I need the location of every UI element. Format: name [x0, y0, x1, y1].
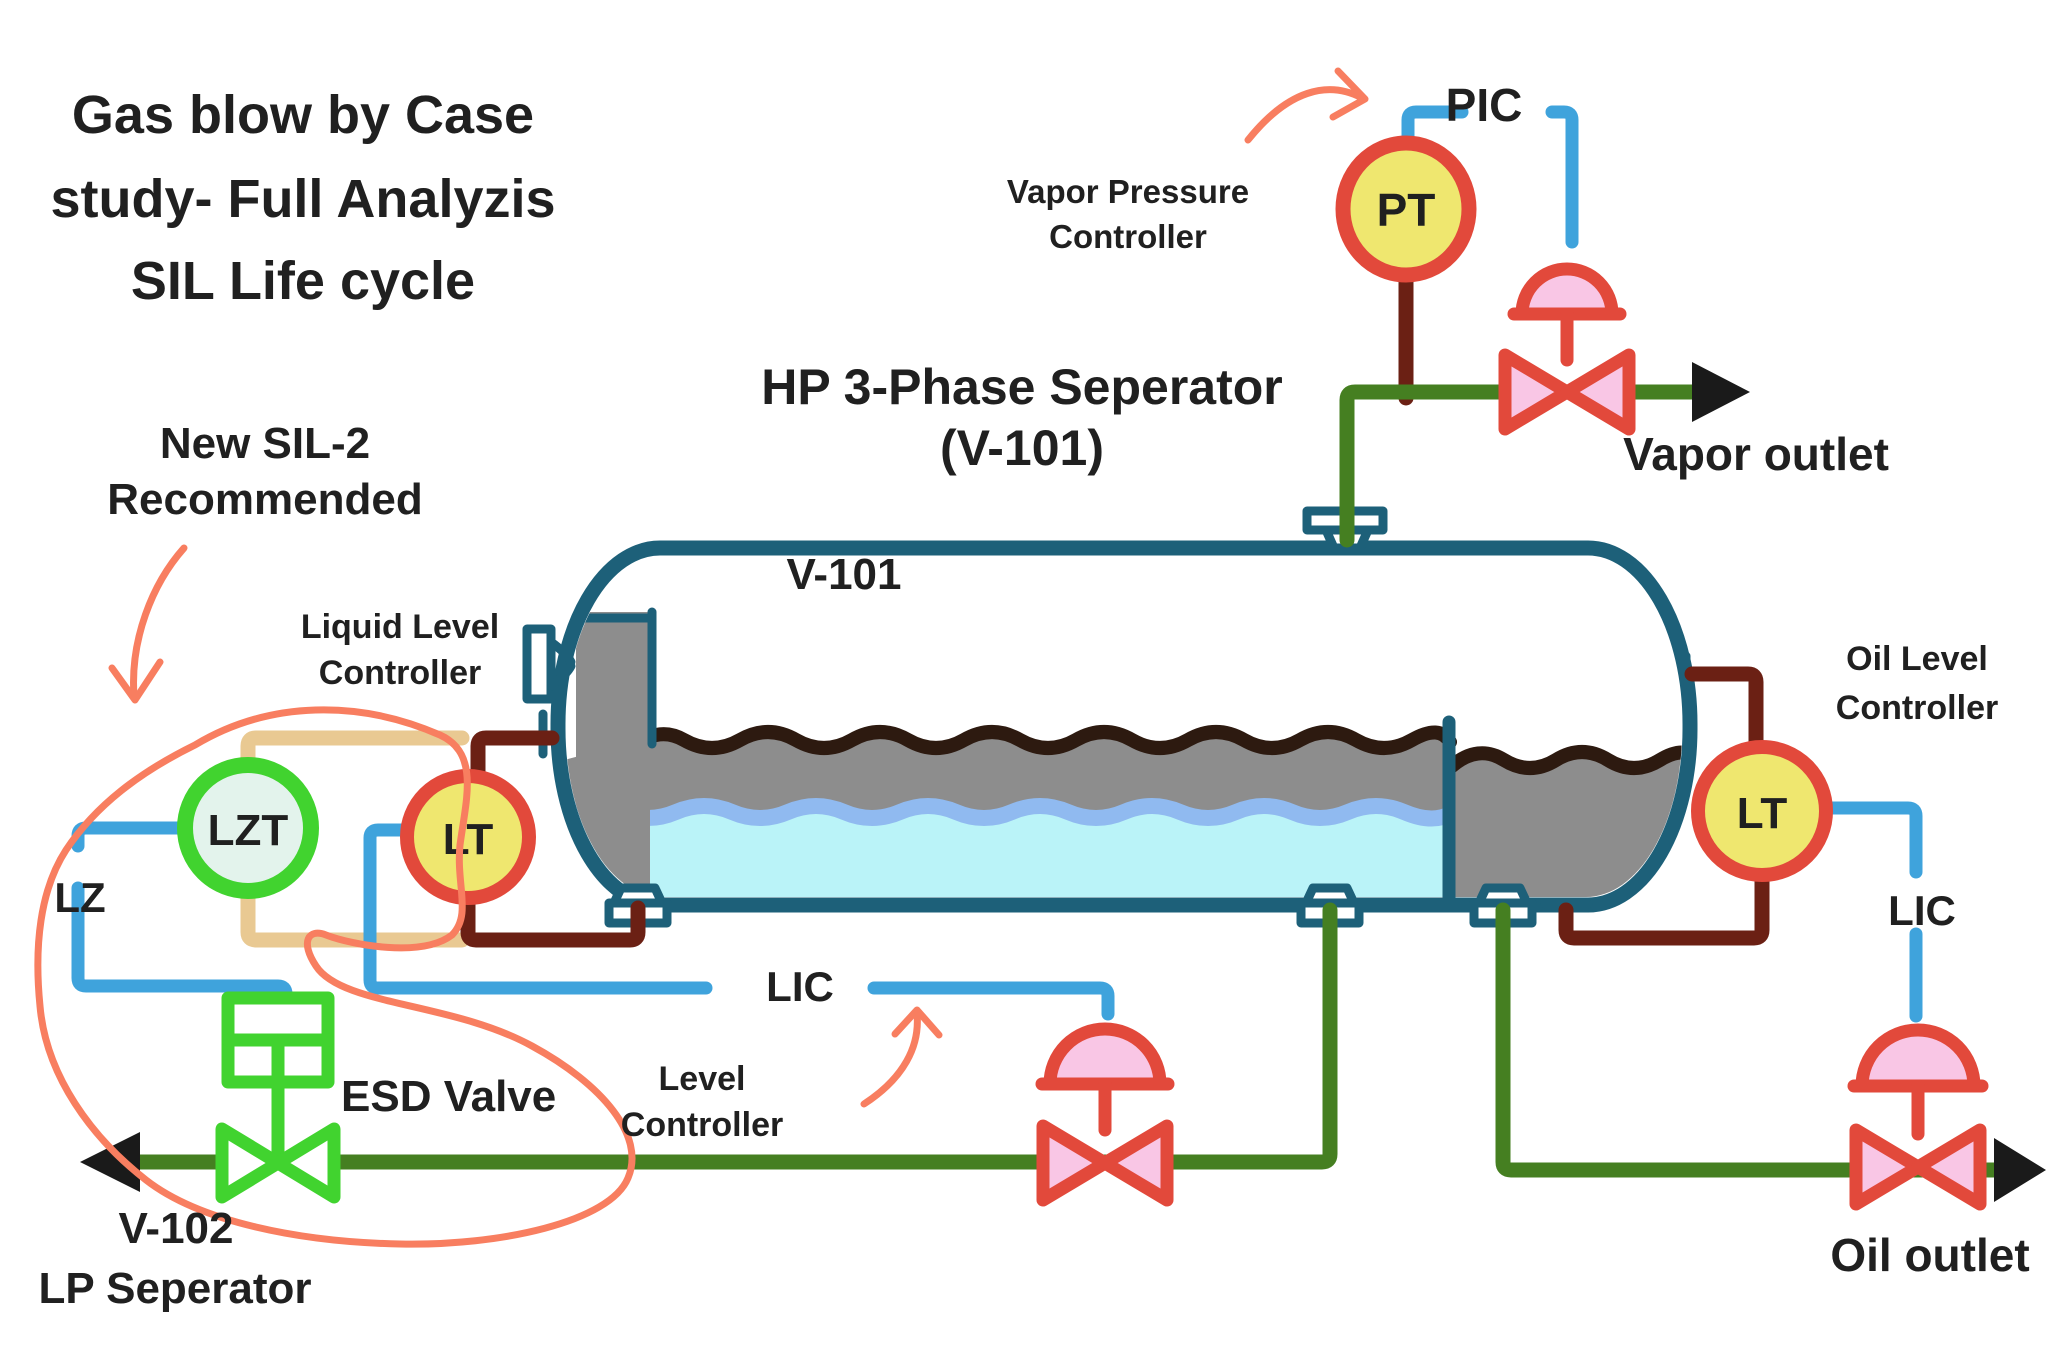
- vessel-contents: [566, 607, 1682, 897]
- lic-oil-signal-upper: [1822, 801, 1923, 879]
- new-sil2-label-line1: New SIL-2: [160, 419, 370, 468]
- inlet-nozzle-neck: [546, 637, 576, 691]
- new-sil2-arrow: [130, 544, 188, 700]
- level-valve-body-right: [1098, 1119, 1174, 1207]
- lic-signal-left: [363, 823, 713, 995]
- pressure-valve-body-left: [1498, 348, 1574, 436]
- pic-signal-right: [1545, 105, 1579, 249]
- vpc-label-line2: Controller: [1049, 218, 1207, 255]
- oil-valve-body-right: [1911, 1123, 1987, 1211]
- page-title-line3: SIL Life cycle: [131, 251, 475, 311]
- pt-bubble: [1335, 135, 1477, 283]
- vapor-line: [1339, 384, 1703, 548]
- vpc-arrowhead-icon: [1329, 67, 1369, 121]
- lt-left-top-tap: [470, 730, 560, 786]
- level-controller-label-line1: Level: [659, 1060, 746, 1098]
- esd-valve-label: ESD Valve: [341, 1072, 556, 1121]
- vessel-nozzles: [522, 506, 1691, 928]
- lic-level-label: LIC: [766, 963, 834, 1010]
- esd-valve-body-left: [215, 1122, 285, 1204]
- hand-annotations: [34, 67, 1369, 1248]
- oil-valve-actuator: [1855, 1023, 1981, 1093]
- vpc-label-line1: Vapor Pressure: [1007, 173, 1249, 210]
- v102-label-line2: LP Seperator: [38, 1264, 311, 1313]
- lt-right-tag: LT: [1737, 789, 1788, 838]
- pressure-valve-actuator: [1515, 262, 1619, 321]
- oil-surface-left: [621, 725, 1457, 759]
- new-sil2-label-line2: Recommended: [107, 475, 422, 524]
- llc-label-line2: Controller: [319, 654, 481, 692]
- v102-label-line1: V-102: [119, 1204, 234, 1253]
- olc-label-line2: Controller: [1836, 689, 1998, 727]
- pressure-transmitter: PT: [1335, 135, 1477, 283]
- esd-valve-body-right: [271, 1122, 341, 1204]
- vpc-arrow: [1244, 86, 1366, 144]
- process-lines: [132, 384, 2004, 1178]
- separator-heading-line2: (V-101): [940, 420, 1104, 476]
- lz-label: LZ: [54, 874, 105, 921]
- pressure-valve-body-right: [1560, 348, 1636, 436]
- lz-signal-lower: [71, 881, 293, 1009]
- level-valve-body-left: [1036, 1119, 1112, 1207]
- oil-water-interface: [566, 798, 1458, 827]
- impulse-lines: [460, 262, 1770, 948]
- olc-label-line1: Oil Level: [1846, 640, 1988, 678]
- page-title-line1: Gas blow by Case: [72, 85, 534, 145]
- lt-left-tag: LT: [443, 815, 494, 864]
- lic-oil-label: LIC: [1888, 887, 1956, 934]
- water-layer: [566, 806, 1450, 897]
- lzt-tag: LZT: [208, 806, 289, 855]
- inlet-nozzle-flange: [522, 624, 556, 704]
- llc-label-line1: Liquid Level: [301, 608, 499, 646]
- vapor-outlet-arrow: [1692, 362, 1750, 422]
- lic-signal-to-valve: [867, 981, 1115, 1021]
- sil2-highlight-cloud: [34, 706, 636, 1248]
- oil-level-control-valve: [1847, 1023, 1989, 1211]
- oil-surface-right: [1445, 745, 1682, 775]
- separator-heading-line1: HP 3-Phase Seperator: [761, 359, 1283, 415]
- level-safety-transmitter: LZT: [177, 757, 319, 899]
- water-outlet-line: [132, 902, 1338, 1170]
- pic-signal-left: [1401, 105, 1469, 155]
- oil-outlet-label: Oil outlet: [1830, 1229, 2029, 1281]
- text-labels: Gas blow by Case study- Full Analyzis SI…: [38, 79, 2029, 1313]
- separator-vessel: [550, 540, 1698, 913]
- new-sil2-arrowhead-icon: [108, 658, 164, 704]
- pt-tag: PT: [1377, 184, 1436, 236]
- lt-right-bottom-tap: [1558, 866, 1770, 946]
- pic-label: PIC: [1446, 79, 1523, 131]
- level-transmitter-right: LT: [1691, 740, 1833, 882]
- level-valve-actuator: [1043, 1022, 1167, 1091]
- vessel-shell: [550, 540, 1698, 913]
- oil-valve-body-left: [1849, 1123, 1925, 1211]
- page-title-line2: study- Full Analyzis: [50, 169, 555, 229]
- vapor-outlet-label: Vapor outlet: [1623, 428, 1889, 480]
- lz-signal-upper: [71, 821, 191, 853]
- oil-outlet-line: [1495, 902, 2004, 1178]
- level-controller-arrow: [860, 1010, 921, 1108]
- pressure-control-valve: [1498, 262, 1636, 436]
- oil-layer-right: [1452, 752, 1682, 897]
- lt-right-top-tap: [1684, 666, 1764, 758]
- lt-right-bubble: [1691, 740, 1833, 882]
- level-control-valve: [1035, 1022, 1175, 1207]
- level-controller-arrowhead-icon: [891, 1006, 943, 1039]
- esd-valve-symbol: [215, 991, 341, 1204]
- lzt-bubble: [177, 757, 319, 899]
- oil-outlet-arrow: [1994, 1138, 2046, 1202]
- vessel-tag: V-101: [787, 550, 902, 599]
- lt-left-bottom-tap: [460, 888, 646, 948]
- level-controller-label-line2: Controller: [621, 1106, 783, 1144]
- lp-separator-arrow: [80, 1132, 140, 1192]
